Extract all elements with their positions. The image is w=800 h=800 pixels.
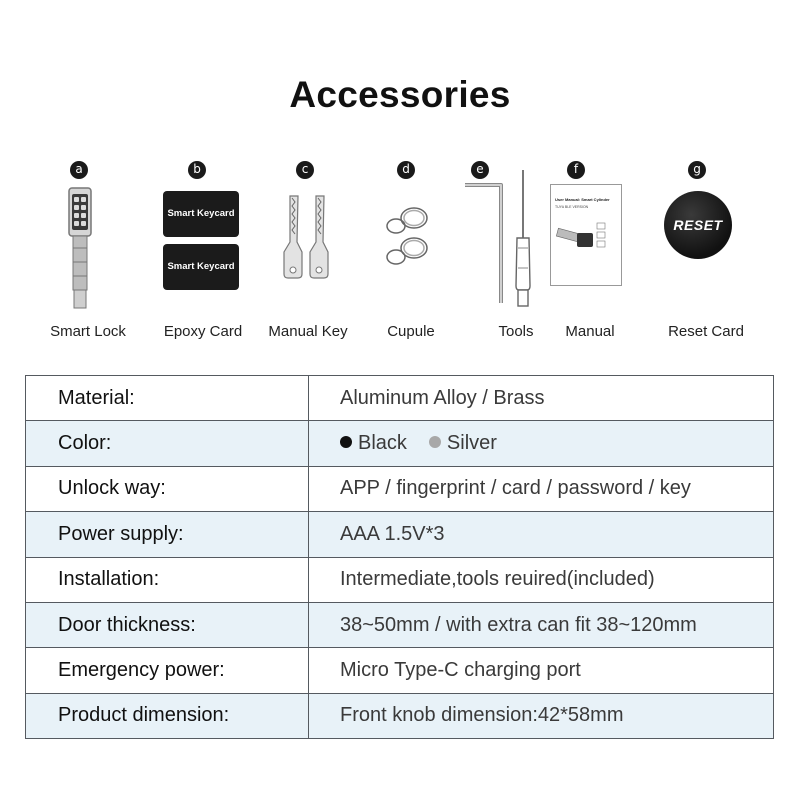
- manual-subheading: TUYA BLE VERSION: [555, 205, 589, 209]
- manual-image: User Manual: Smart Cylinder TUYA BLE VER…: [550, 184, 622, 286]
- accessory-badge: d: [397, 161, 415, 179]
- specifications-table: Material: Aluminum Alloy / Brass Color: …: [25, 374, 774, 740]
- accessory-reset-card: g RESET Reset Card: [650, 158, 770, 348]
- accessory-cupule: d Cupule: [360, 158, 460, 348]
- spec-value: Intermediate,tools reuired(included): [308, 556, 774, 603]
- accessory-label: Reset Card: [668, 323, 744, 340]
- accessory-label: Tools: [498, 323, 534, 340]
- color-option-black: Black: [358, 432, 407, 455]
- accessory-manual-key: c Manual Key: [260, 158, 360, 348]
- reset-card-image: RESET: [664, 191, 732, 259]
- spec-key: Emergency power:: [25, 647, 309, 694]
- accessory-label: Manual Key: [268, 323, 348, 340]
- table-row: Product dimension: Front knob dimension:…: [25, 692, 774, 740]
- table-row: Emergency power: Micro Type-C charging p…: [25, 647, 774, 694]
- table-row: Door thickness: 38~50mm / with extra can…: [25, 601, 774, 649]
- black-swatch-icon: [340, 435, 352, 448]
- spec-key: Product dimension:: [25, 692, 309, 740]
- accessory-manual: f User Manual: Smart Cylinder TUYA BLE V…: [540, 158, 640, 348]
- color-option-silver: Silver: [446, 432, 497, 455]
- accessory-badge: e: [471, 161, 489, 179]
- table-row: Color: Black Silver: [25, 420, 774, 467]
- spec-key: Material:: [25, 374, 309, 422]
- spec-key: Installation:: [25, 556, 309, 603]
- accessory-badge: g: [688, 161, 706, 179]
- spec-key: Door thickness:: [25, 601, 309, 649]
- accessory-label: Smart Lock: [50, 323, 126, 340]
- table-row: Power supply: AAA 1.5V*3: [25, 511, 774, 558]
- page-title: Accessories: [289, 74, 511, 115]
- key-image: [283, 195, 329, 279]
- accessory-badge: f: [567, 161, 585, 179]
- reset-card-text: RESET: [673, 217, 723, 233]
- spec-value-colors: Black Silver: [308, 420, 774, 467]
- keycard-image: Smart Keycard: [163, 244, 239, 290]
- accessory-badge: c: [296, 161, 314, 179]
- accessory-epoxy-card: b Smart Keycard Smart Keycard Epoxy Card: [150, 158, 260, 348]
- spec-value: Aluminum Alloy / Brass: [308, 374, 774, 422]
- accessory-tools: e Tools: [455, 158, 555, 348]
- keycard-text: Smart Keycard: [167, 208, 235, 219]
- accessory-smart-lock: a Smart Lock: [0, 158, 175, 348]
- manual-lock-illustration: [555, 222, 606, 248]
- cupule-image: [386, 207, 428, 265]
- spec-key: Color:: [25, 420, 309, 467]
- spec-value: APP / fingerprint / card / password / ke…: [308, 465, 774, 513]
- spec-value: Micro Type-C charging port: [308, 647, 774, 694]
- tools-image: [465, 170, 531, 307]
- accessory-label: Epoxy Card: [163, 323, 243, 340]
- spec-key: Power supply:: [25, 511, 309, 558]
- spec-key: Unlock way:: [25, 465, 309, 513]
- smart-lock-image: [68, 187, 92, 309]
- spec-value: AAA 1.5V*3: [308, 511, 774, 558]
- table-row: Material: Aluminum Alloy / Brass: [25, 374, 774, 422]
- accessory-label: Cupule: [387, 323, 435, 340]
- manual-heading: User Manual: Smart Cylinder: [555, 197, 610, 202]
- accessory-badge: a: [70, 161, 88, 179]
- accessories-row: a Smart Lock b Smart Keycard Smart Keyca…: [0, 158, 800, 348]
- accessory-badge: b: [188, 161, 206, 179]
- spec-value: 38~50mm / with extra can fit 38~120mm: [308, 601, 774, 649]
- keycard-text: Smart Keycard: [167, 261, 235, 272]
- spec-value: Front knob dimension:42*58mm: [308, 692, 774, 740]
- table-row: Installation: Intermediate,tools reuired…: [25, 556, 774, 603]
- keycard-image: Smart Keycard: [163, 191, 239, 237]
- table-row: Unlock way: APP / fingerprint / card / p…: [25, 465, 774, 513]
- silver-swatch-icon: [428, 435, 441, 448]
- accessory-label: Manual: [565, 323, 615, 340]
